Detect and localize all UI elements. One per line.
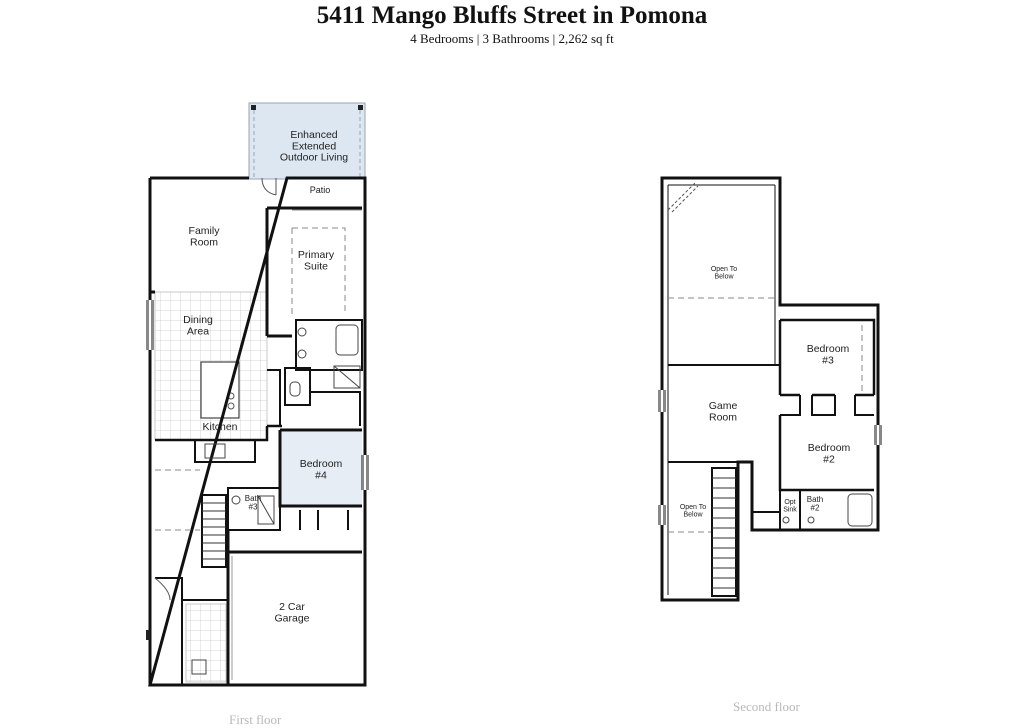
second-floor-caption: Second floor xyxy=(733,699,800,714)
first-floor-plan xyxy=(146,102,369,687)
label-kitchen: Kitchen xyxy=(202,421,237,433)
first-floor-caption: First floor xyxy=(229,712,282,727)
label-bedroom-2: Bedroom#2 xyxy=(808,442,851,465)
label-bedroom-3: Bedroom#3 xyxy=(807,343,850,366)
kitchen-island xyxy=(200,361,240,419)
bedroom4-area xyxy=(280,432,362,506)
second-floor-plan xyxy=(658,176,882,602)
second-floor-stairs xyxy=(711,467,737,597)
label-patio-sub: Patio xyxy=(310,185,331,195)
home-specs: 4 Bedrooms | 3 Bathrooms | 2,262 sq ft xyxy=(410,31,614,46)
first-floor-stairs xyxy=(201,494,227,568)
label-bath-2: Bath#2 xyxy=(807,495,823,513)
label-bath-3: Bath#3 xyxy=(245,494,261,512)
label-bedroom-4: Bedroom#4 xyxy=(300,458,343,481)
patio-area xyxy=(248,102,366,180)
page-title: 5411 Mango Bluffs Street in Pomona xyxy=(316,2,708,29)
